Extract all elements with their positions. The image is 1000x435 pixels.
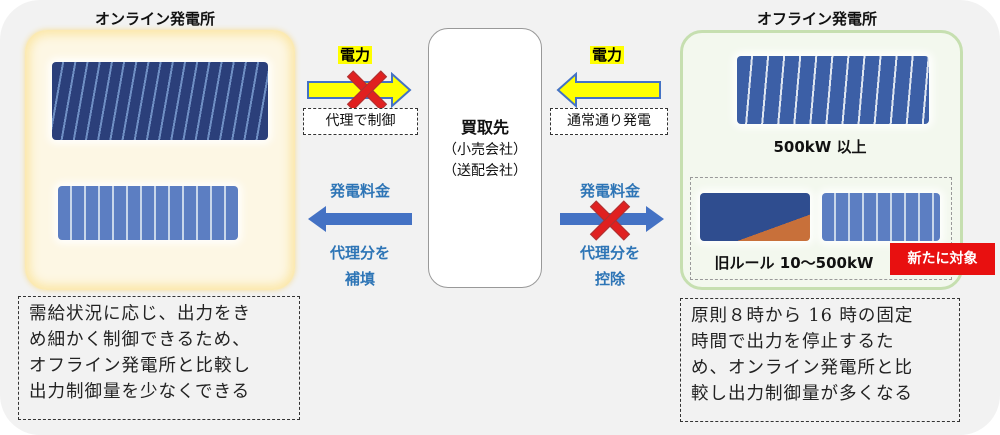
desc-line: 需給状況に応じ、出力をき [29, 304, 251, 324]
buyer-box: 買取先 （小売会社） （送配会社） [428, 28, 542, 288]
left-fee-note: 代理分を 補填 [305, 240, 415, 292]
solar-array-image [58, 186, 238, 240]
desc-line: 原則８時から 16 時の固定 [691, 306, 914, 326]
offline-title: オフライン発電所 [756, 10, 877, 28]
desc-line: オフライン発電所と比較し [29, 356, 251, 376]
old-rule-label: 旧ルール 10〜500kW [714, 254, 874, 272]
online-title: オンライン発電所 [94, 10, 215, 28]
buyer-transmission: （送配会社） [443, 163, 527, 179]
desc-line: 時間で出力を停止するた [691, 332, 895, 352]
ground-solar-image [822, 193, 940, 241]
large-capacity-label: 500kW 以上 [773, 138, 867, 156]
desc-line: 出力制御量を少なくできる [29, 382, 251, 402]
cross-mark-icon [345, 70, 385, 110]
fee-arrow-left [308, 206, 412, 232]
offline-description: 原則８時から 16 時の固定 時間で出力を停止するた め、オンライン発電所と比 … [680, 298, 960, 422]
newly-targeted-badge: 新たに対象 [890, 243, 995, 275]
right-fee-note: 代理分を 控除 [555, 240, 665, 292]
online-description: 需給状況に応じ、出力をき め細かく制御できるため、 オフライン発電所と比較し 出… [18, 296, 300, 420]
desc-line: め細かく制御できるため、 [29, 330, 251, 350]
fee-note-line: 代理分を [329, 244, 390, 262]
large-solar-plant-image [737, 56, 929, 124]
cross-mark-icon [588, 200, 628, 240]
power-arrow-left [556, 72, 661, 108]
left-control-label: 代理で制御 [303, 108, 418, 135]
right-fee-label: 発電料金 [579, 182, 640, 200]
desc-line: 較し出力制御量が多くなる [691, 384, 913, 404]
fee-note-line: 補填 [344, 270, 375, 288]
left-power-label: 電力 [338, 46, 373, 64]
old-rule-group [690, 177, 952, 280]
desc-line: め、オンライン発電所と比 [691, 358, 913, 378]
buyer-retail: （小売会社） [443, 142, 527, 158]
rooftop-solar-image [700, 193, 810, 241]
right-control-label: 通常通り発電 [550, 108, 668, 135]
fee-note-line: 控除 [594, 270, 625, 288]
left-fee-label: 発電料金 [329, 182, 390, 200]
large-solar-farm-image [52, 62, 268, 140]
fee-note-line: 代理分を [579, 244, 640, 262]
right-power-label: 電力 [590, 46, 625, 64]
buyer-title: 買取先 [460, 118, 509, 137]
